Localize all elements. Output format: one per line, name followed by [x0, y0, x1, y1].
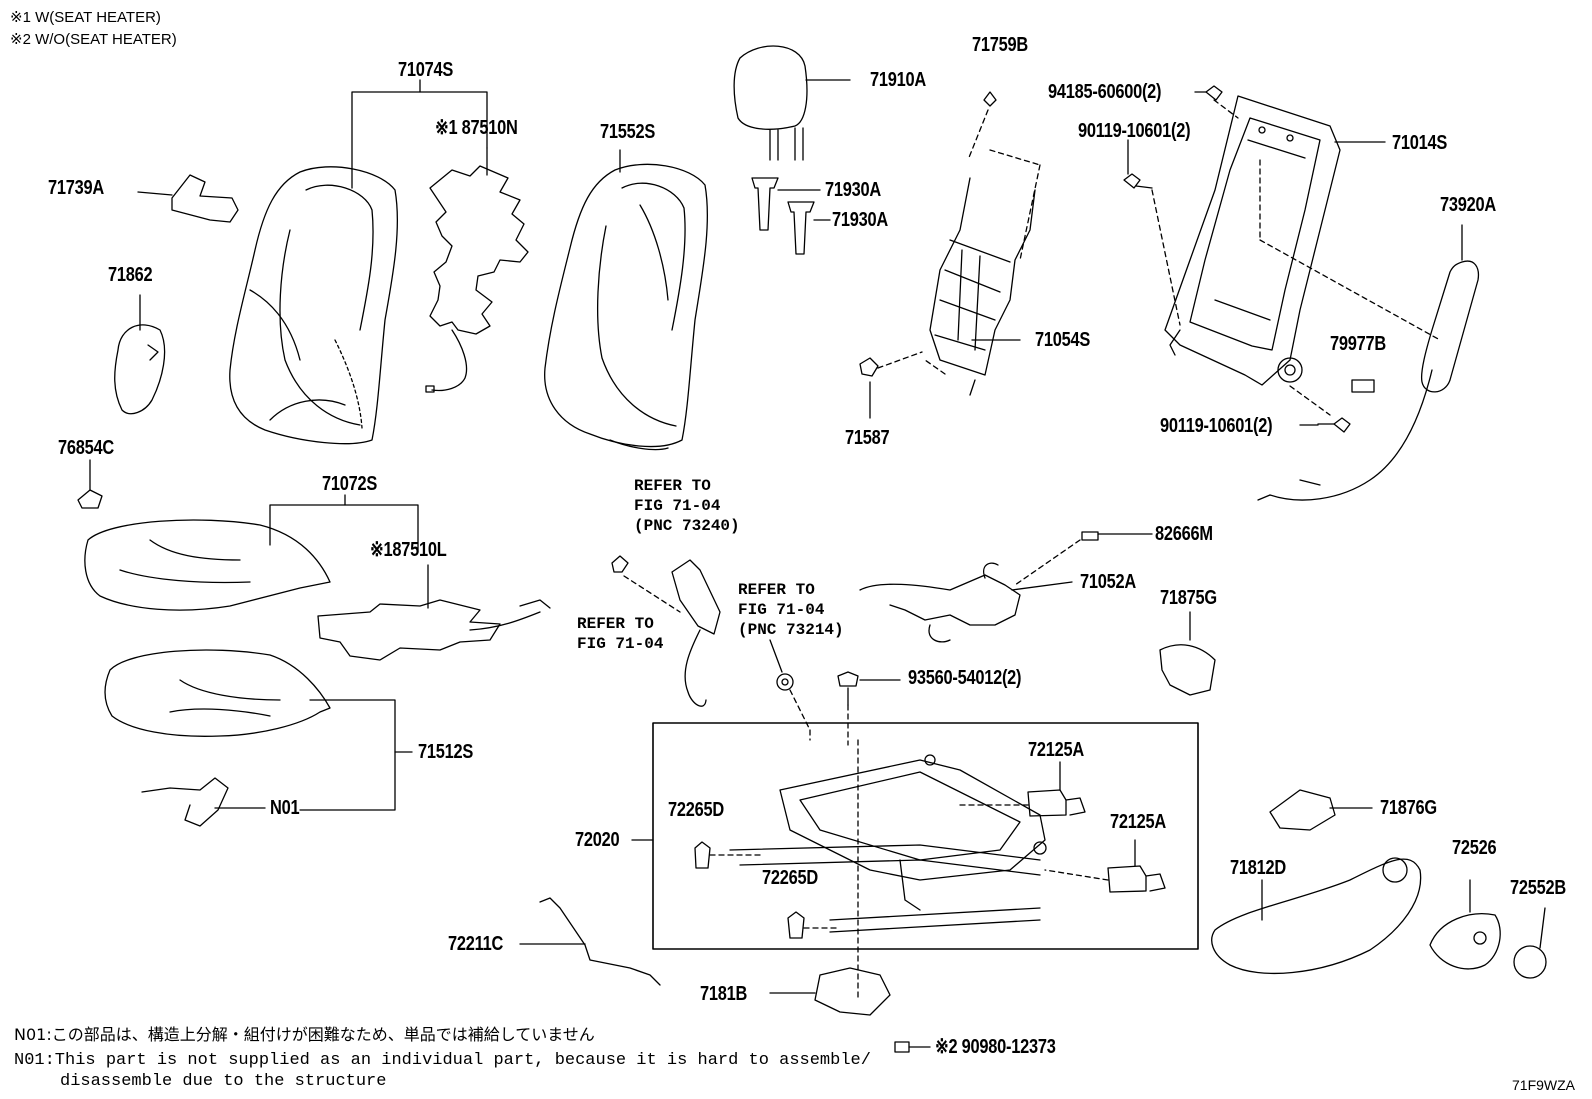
cap-72552B-drawing — [1513, 945, 1547, 979]
label-94185-60600: 94185-60600(2) — [1048, 81, 1162, 103]
label-90980-12373: ※2 90980-12373 — [935, 1036, 1056, 1058]
headrest-guide-drawing — [751, 177, 815, 255]
refer-line: (PNC 73214) — [738, 621, 844, 639]
label-73920A: 73920A — [1440, 194, 1496, 216]
headrest-drawing — [733, 45, 808, 161]
seat-heater-back-drawing — [425, 165, 529, 393]
label-90119-10601-bottom: 90119-10601(2) — [1160, 415, 1273, 437]
label-71930A-1: 71930A — [825, 179, 881, 201]
label-71812D: 71812D — [1230, 857, 1286, 879]
label-72552B: 72552B — [1510, 877, 1566, 899]
label-87510L: ※187510L — [370, 539, 447, 561]
label-72125A-1: 72125A — [1028, 739, 1084, 761]
cushion-pad-drawing — [104, 649, 331, 737]
clip-71587-drawing — [859, 357, 879, 377]
seatback-cover-drawing — [229, 166, 399, 445]
refer-line: FIG 71-04 — [738, 601, 825, 619]
motor-72125A-1-drawing — [1027, 789, 1086, 817]
label-71014S: 71014S — [1392, 132, 1448, 154]
lumbar-support-drawing — [924, 91, 1041, 396]
label-71052A: 71052A — [1080, 571, 1136, 593]
label-71862: 71862 — [108, 264, 153, 286]
refer-line: REFER TO — [634, 477, 711, 495]
label-71552S: 71552S — [600, 121, 656, 143]
trim-71739A-drawing — [171, 174, 239, 223]
label-71930A-2: 71930A — [832, 209, 888, 231]
label-72211C: 72211C — [448, 933, 504, 955]
seat-adjuster-drawing — [694, 754, 1047, 939]
wire-N01-drawing — [141, 777, 229, 827]
bracket-71875G-drawing — [1159, 644, 1216, 696]
bolt-90119-top-drawing — [1123, 173, 1153, 189]
figure-id: 71F9WZA — [1512, 1077, 1576, 1093]
label-71587: 71587 — [845, 427, 890, 449]
legend-note-1: ※1 W(SEAT HEATER) — [10, 9, 161, 26]
label-93560-54012: 93560-54012(2) — [908, 667, 1022, 689]
cushion-cover-drawing — [84, 519, 331, 611]
label-72265D-1: 72265D — [668, 799, 724, 821]
footnote-japanese: N01:この部品は、構造上分解・組付けが困難なため、単品では補給していません — [14, 1025, 595, 1044]
label-71739A: 71739A — [48, 177, 104, 199]
label-82666M: 82666M — [1155, 523, 1213, 545]
refer-line: REFER TO — [738, 581, 815, 599]
seat-heater-cushion-drawing — [317, 599, 551, 661]
refer-block-pnc-73240: REFER TO FIG 71-04 (PNC 73240) — [634, 476, 740, 536]
label-79977B-drawing — [1351, 379, 1375, 393]
label-72125A-2: 72125A — [1110, 811, 1166, 833]
washer-drawing — [776, 673, 794, 691]
refer-block-pnc-73214: REFER TO FIG 71-04 (PNC 73214) — [738, 580, 844, 640]
knob-72526-drawing — [1429, 913, 1501, 970]
footnote-english-line-2: disassemble due to the structure — [60, 1072, 387, 1091]
seatback-frame-drawing — [1164, 95, 1341, 386]
nut-94185-drawing — [1205, 85, 1223, 101]
label-71910A: 71910A — [870, 69, 926, 91]
refer-line: REFER TO — [577, 615, 654, 633]
label-72526: 72526 — [1452, 837, 1497, 859]
bracket-71876G-drawing — [1269, 789, 1336, 831]
label-87510N: ※1 87510N — [435, 117, 518, 139]
footnote-english-line-1: N01:This part is not supplied as an indi… — [14, 1051, 871, 1070]
clip-76854C-drawing — [77, 489, 103, 509]
side-cover-71812D-drawing — [1211, 857, 1422, 975]
harness-71052A-drawing — [859, 531, 1099, 643]
side-airbag-drawing — [1257, 260, 1480, 501]
connector-90980-drawing — [894, 1041, 910, 1053]
label-71512S: 71512S — [418, 741, 474, 763]
wire-72211C-drawing — [539, 897, 661, 986]
label-72265D-2: 72265D — [762, 867, 818, 889]
cover-71862-drawing — [114, 324, 166, 415]
assembly-box — [652, 722, 1199, 950]
label-76854C: 76854C — [58, 437, 114, 459]
motor-72125A-2-drawing — [1107, 865, 1166, 893]
bracket-7181B-drawing — [814, 967, 891, 1016]
label-71074S: 71074S — [398, 59, 454, 81]
label-N01: N01 — [270, 797, 300, 819]
refer-block-fig-71-04: REFER TO FIG 71-04 — [577, 614, 663, 654]
legend-note-2: ※2 W/O(SEAT HEATER) — [10, 31, 177, 48]
refer-line: (PNC 73240) — [634, 517, 740, 535]
refer-line: FIG 71-04 — [634, 497, 721, 515]
label-71072S: 71072S — [322, 473, 378, 495]
leader-71072S — [269, 504, 419, 551]
refer-line: FIG 71-04 — [577, 635, 664, 653]
label-71759B: 71759B — [972, 34, 1028, 56]
label-90119-10601-top: 90119-10601(2) — [1078, 120, 1191, 142]
label-79977B: 79977B — [1330, 333, 1386, 355]
recliner-lever-drawing — [611, 555, 721, 707]
label-7181B: 7181B — [700, 983, 748, 1005]
label-71876G: 71876G — [1380, 797, 1437, 819]
label-71054S: 71054S — [1035, 329, 1091, 351]
label-72020: 72020 — [575, 829, 620, 851]
leader-71512S — [299, 699, 396, 811]
bolt-90119-bottom-drawing — [1317, 417, 1351, 433]
bolt-93560-drawing — [837, 671, 859, 706]
label-71875G: 71875G — [1160, 587, 1217, 609]
seatback-cover-2-drawing — [544, 163, 709, 451]
